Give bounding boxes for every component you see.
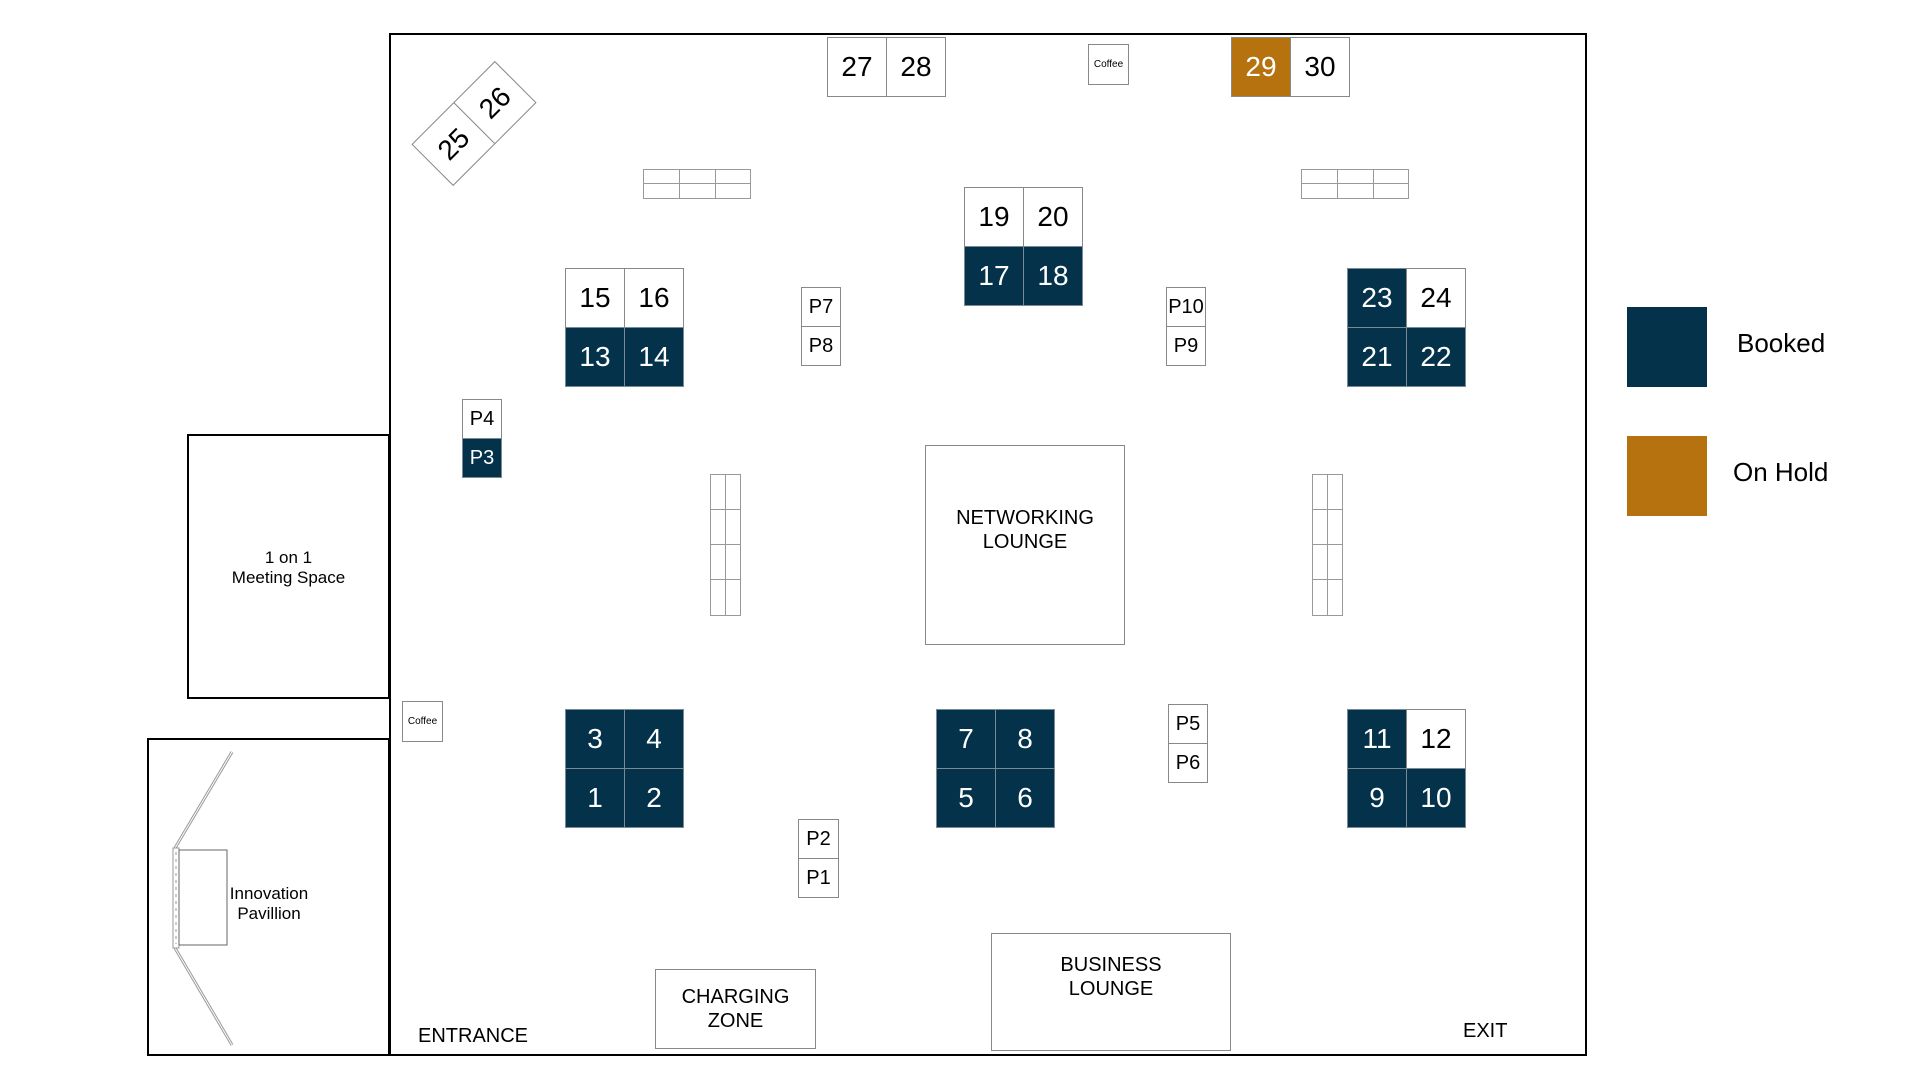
booth-29[interactable]: 29 xyxy=(1231,37,1291,97)
booth-9[interactable]: 9 xyxy=(1347,768,1407,828)
booth-23[interactable]: 23 xyxy=(1347,268,1407,328)
booth-22[interactable]: 22 xyxy=(1406,327,1466,387)
booth-20[interactable]: 20 xyxy=(1023,187,1083,247)
exit-label: EXIT xyxy=(1463,1020,1508,1042)
booth-28[interactable]: 28 xyxy=(886,37,946,97)
pod-p6[interactable]: P6 xyxy=(1168,743,1208,783)
booth-12[interactable]: 12 xyxy=(1406,709,1466,769)
booth-17[interactable]: 17 xyxy=(964,246,1024,306)
booth-13[interactable]: 13 xyxy=(565,327,625,387)
pod-p9[interactable]: P9 xyxy=(1166,326,1206,366)
pod-p2[interactable]: P2 xyxy=(798,819,839,859)
booth-5[interactable]: 5 xyxy=(936,768,996,828)
pod-p1[interactable]: P1 xyxy=(798,858,839,898)
booth-27[interactable]: 27 xyxy=(827,37,887,97)
coffee-station-left[interactable]: Coffee xyxy=(402,701,443,742)
booth-4[interactable]: 4 xyxy=(624,709,684,769)
meeting-space-room: 1 on 1 Meeting Space xyxy=(187,434,390,699)
pod-p8[interactable]: P8 xyxy=(801,326,841,366)
legend-on-hold-label: On Hold xyxy=(1733,457,1829,487)
booth-15[interactable]: 15 xyxy=(565,268,625,328)
table-fixture-mid-left xyxy=(710,474,741,616)
innovation-pavillion-label: Innovation Pavillion xyxy=(229,884,309,923)
charging-zone[interactable]: CHARGING ZONE xyxy=(655,969,816,1049)
pod-p4[interactable]: P4 xyxy=(462,399,502,439)
booth-7[interactable]: 7 xyxy=(936,709,996,769)
business-lounge[interactable]: BUSINESS LOUNGE xyxy=(991,933,1231,1051)
pod-p7[interactable]: P7 xyxy=(801,287,841,327)
booth-16[interactable]: 16 xyxy=(624,268,684,328)
booth-8[interactable]: 8 xyxy=(995,709,1055,769)
innovation-pavillion-room: Innovation Pavillion xyxy=(147,738,390,1056)
table-fixture-top-left xyxy=(643,169,751,199)
booth-3[interactable]: 3 xyxy=(565,709,625,769)
pavillion-structure xyxy=(172,751,234,1046)
legend-booked-swatch xyxy=(1627,307,1707,387)
entrance-label: ENTRANCE xyxy=(418,1025,529,1047)
booth-6[interactable]: 6 xyxy=(995,768,1055,828)
pod-p10[interactable]: P10 xyxy=(1166,287,1206,327)
meeting-space-label: 1 on 1 Meeting Space xyxy=(231,548,346,587)
coffee-station-top[interactable]: Coffee xyxy=(1088,44,1129,85)
legend-on-hold-swatch xyxy=(1627,436,1707,516)
networking-lounge[interactable]: NETWORKING LOUNGE xyxy=(925,445,1125,645)
booth-30[interactable]: 30 xyxy=(1290,37,1350,97)
booth-1[interactable]: 1 xyxy=(565,768,625,828)
booth-10[interactable]: 10 xyxy=(1406,768,1466,828)
booth-24[interactable]: 24 xyxy=(1406,268,1466,328)
booth-2[interactable]: 2 xyxy=(624,768,684,828)
booth-14[interactable]: 14 xyxy=(624,327,684,387)
booth-18[interactable]: 18 xyxy=(1023,246,1083,306)
booth-21[interactable]: 21 xyxy=(1347,327,1407,387)
booth-11[interactable]: 11 xyxy=(1347,709,1407,769)
pod-p3[interactable]: P3 xyxy=(462,438,502,478)
booth-19[interactable]: 19 xyxy=(964,187,1024,247)
legend-booked-label: Booked xyxy=(1737,328,1826,358)
pod-p5[interactable]: P5 xyxy=(1168,704,1208,744)
table-fixture-top-right xyxy=(1301,169,1409,199)
table-fixture-mid-right xyxy=(1312,474,1343,616)
